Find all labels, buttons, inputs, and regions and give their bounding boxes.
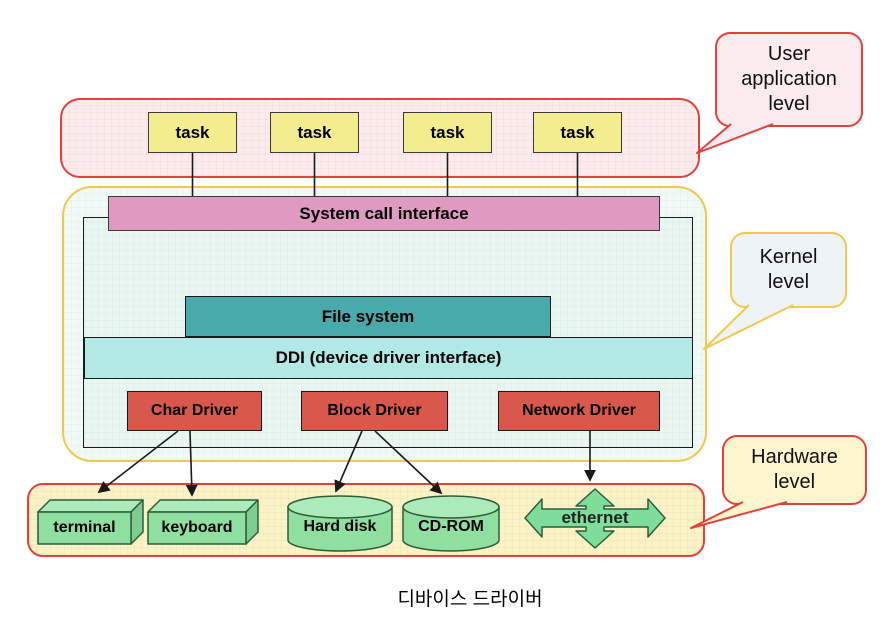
user-callout-line-3: level	[768, 93, 810, 115]
diagram-caption: 디바이스 드라이버	[397, 589, 543, 610]
char-driver-box: Char Driver	[127, 391, 262, 431]
hardware-callout-line-2: level	[773, 471, 816, 493]
task-box-3: task	[403, 112, 492, 153]
file-system-bar: File system	[185, 296, 551, 337]
hardware-callout-tail	[690, 501, 788, 529]
cd-rom-label: CD-ROM	[418, 518, 484, 535]
kernel-callout-line-2: level	[767, 271, 810, 293]
kernel-level-callout: Kernel level	[730, 232, 847, 308]
hard-disk-label: Hard disk	[303, 518, 377, 535]
user-callout-line-2: application	[741, 68, 837, 90]
network-driver-box: Network Driver	[498, 391, 660, 431]
kernel-callout-tail	[703, 304, 794, 350]
user-callout-tail	[696, 123, 774, 154]
task-box-2: task	[270, 112, 359, 153]
system-call-interface-bar: System call interface	[108, 196, 660, 231]
user-callout-line-1: User	[767, 43, 811, 65]
terminal-label: terminal	[53, 519, 116, 536]
keyboard-label: keyboard	[161, 519, 233, 536]
hardware-callout-line-1: Hardware	[751, 446, 838, 468]
hardware-level-callout: Hardware level	[722, 435, 867, 505]
ddi-bar: DDI (device driver interface)	[84, 337, 693, 379]
block-driver-box: Block Driver	[301, 391, 448, 431]
task-box-4: task	[533, 112, 622, 153]
kernel-callout-line-1: Kernel	[759, 246, 818, 268]
ethernet-label: ethernet	[561, 508, 629, 527]
task-box-1: task	[148, 112, 237, 153]
user-application-level-callout: User application level	[715, 32, 863, 127]
